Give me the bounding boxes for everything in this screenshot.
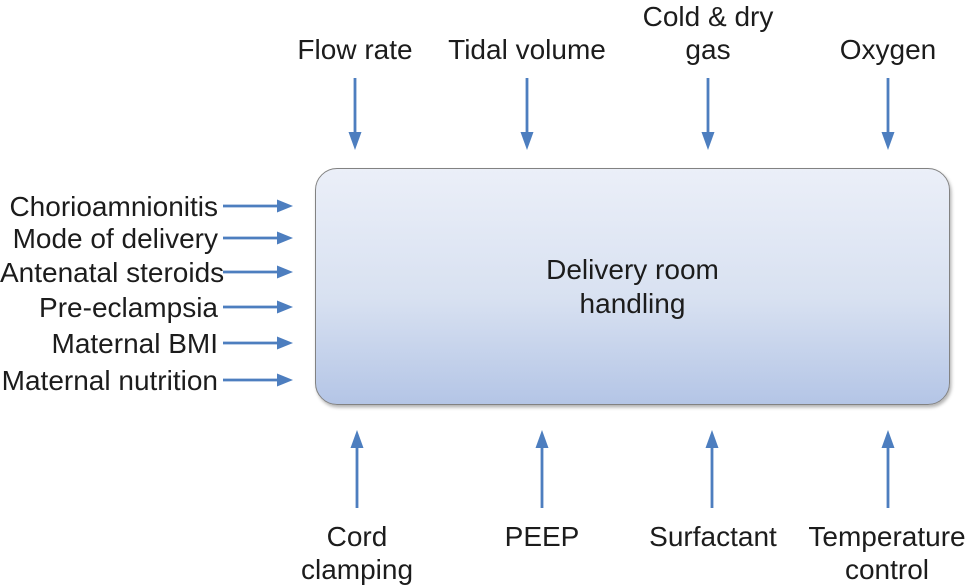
delivery-room-handling-box: Delivery room handling <box>315 168 950 405</box>
arrow-up-icon <box>535 430 549 508</box>
arrow-up-icon <box>881 430 895 508</box>
arrow-right-icon <box>223 300 293 314</box>
factor-maternal-nutrition: Maternal nutrition <box>1 365 218 396</box>
factor-flow-rate: Flow rate <box>297 34 413 65</box>
factor-chorioamnionitis: Chorioamnionitis <box>9 191 218 222</box>
arrow-right-icon <box>223 336 293 350</box>
arrow-down-icon <box>881 78 895 150</box>
factor-maternal-bmi: Maternal BMI <box>51 328 219 359</box>
arrow-down-icon <box>701 78 715 150</box>
arrow-right-icon <box>223 199 293 213</box>
factor-oxygen: Oxygen <box>839 34 937 65</box>
factor-temperature-control: Temperature control <box>808 521 965 585</box>
factor-cold-dry-gas: Cold & dry gas <box>642 1 774 65</box>
arrow-right-icon <box>223 231 293 245</box>
arrow-right-icon <box>223 373 293 387</box>
factor-surfactant: Surfactant <box>649 521 777 552</box>
arrow-up-icon <box>705 430 719 508</box>
factor-mode-of-delivery: Mode of delivery <box>12 223 218 254</box>
factor-pre-eclampsia: Pre-eclampsia <box>39 292 218 323</box>
arrow-down-icon <box>520 78 534 150</box>
factor-tidal-volume: Tidal volume <box>448 34 606 65</box>
delivery-room-handling-label: Delivery room handling <box>546 253 719 319</box>
factor-antenatal-steroids: Antenatal steroids <box>0 257 225 288</box>
arrow-down-icon <box>348 78 362 150</box>
arrow-right-icon <box>223 265 293 279</box>
factor-peep: PEEP <box>504 521 580 552</box>
arrow-up-icon <box>350 430 364 508</box>
factor-cord-clamping: Cord clamping <box>300 521 414 585</box>
